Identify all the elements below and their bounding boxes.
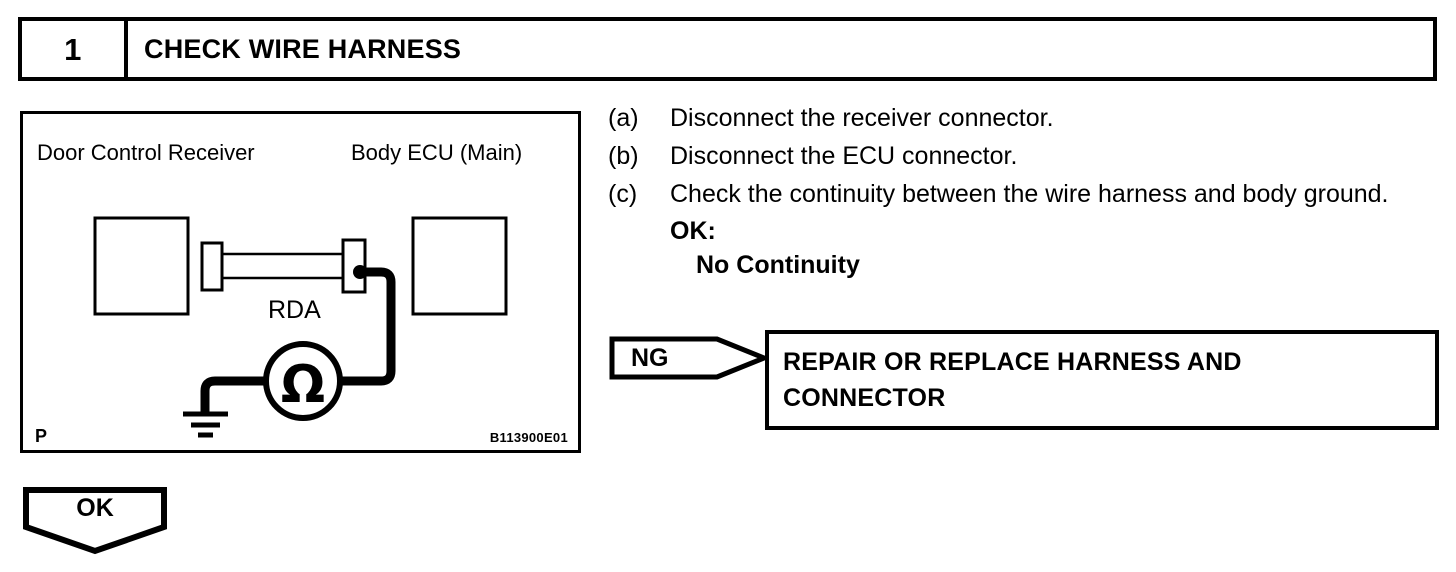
figure-panel: Door Control Receiver Body ECU (Main) Ω … — [20, 111, 581, 453]
instruction-marker: (c) — [608, 180, 638, 208]
ng-result-line-2: CONNECTOR — [783, 384, 946, 412]
instruction-list: (a) Disconnect the receiver connector. (… — [608, 100, 1448, 282]
ohmmeter-circle — [263, 341, 343, 421]
ok-specification-label: OK: — [670, 217, 716, 245]
instruction-text: Disconnect the ECU connector. — [670, 142, 1018, 170]
ng-result-box: REPAIR OR REPLACE HARNESS AND CONNECTOR — [765, 330, 1439, 430]
instruction-marker: (a) — [608, 104, 639, 132]
test-lead-to-ground — [200, 376, 273, 417]
instruction-item: (b) Disconnect the ECU connector. — [608, 138, 1448, 174]
ng-arrow-shape — [609, 336, 767, 380]
figure-label-door-control-receiver: Door Control Receiver — [37, 140, 255, 165]
instruction-text: Disconnect the receiver connector. — [670, 104, 1054, 132]
step-title: CHECK WIRE HARNESS — [144, 33, 462, 64]
ok-continue-arrow: OK — [22, 487, 168, 555]
ng-result-line-1: REPAIR OR REPLACE HARNESS AND — [783, 348, 1242, 376]
instruction-marker: (b) — [608, 142, 639, 170]
instruction-text: Check the continuity between the wire ha… — [670, 180, 1389, 208]
wire-label-rda: RDA — [268, 296, 321, 324]
ok-arrow-shape — [23, 487, 167, 555]
ng-branch: NG REPAIR OR REPLACE HARNESS AND CONNECT… — [609, 330, 1439, 432]
step-number-cell: 1 — [22, 21, 128, 77]
step-header-table: 1 CHECK WIRE HARNESS — [18, 17, 1437, 81]
instruction-item: (a) Disconnect the receiver connector. — [608, 100, 1448, 136]
figure-page-mark: P — [35, 426, 48, 446]
figure-reference-code: B113900E01 — [489, 430, 568, 445]
figure-label-body-ecu-main: Body ECU (Main) — [351, 140, 523, 165]
ecu-connector-terminal — [341, 238, 367, 294]
wiring-schematic: Ω RDA — [93, 216, 508, 438]
ohm-symbol: Ω — [281, 355, 325, 415]
ok-continue-label: OK — [76, 494, 114, 522]
step-title-cell: CHECK WIRE HARNESS — [128, 21, 1433, 77]
door-control-receiver-box — [93, 216, 190, 316]
body-ecu-box — [411, 216, 508, 316]
ok-specification-block: OK: No Continuity — [608, 214, 1448, 282]
test-lead-to-meter — [333, 267, 396, 386]
instruction-item: (c) Check the continuity between the wir… — [608, 176, 1448, 212]
ok-specification-value: No Continuity — [696, 251, 860, 279]
step-number: 1 — [64, 31, 82, 67]
ng-arrow-label: NG — [631, 343, 669, 372]
receiver-connector-terminal — [200, 241, 224, 292]
